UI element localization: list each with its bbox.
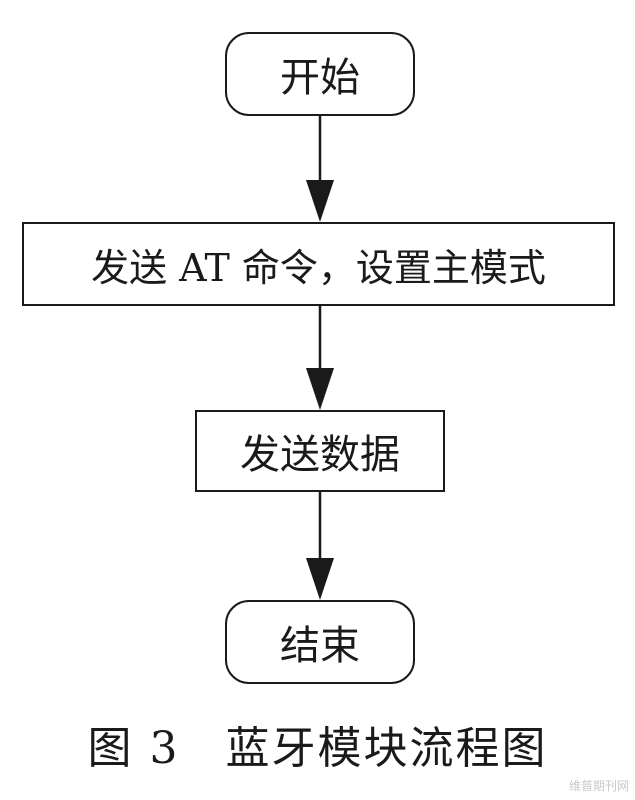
process-send-data-node: 发送数据	[195, 410, 445, 492]
figure-caption: 图 3 蓝牙模块流程图	[87, 723, 548, 774]
process-send-at-command-node: 发送 AT 命令，设置主模式	[22, 222, 615, 306]
end-node-label: 结束	[280, 623, 360, 669]
end-node: 结束	[225, 600, 415, 684]
arrowhead-start-to-step1	[306, 180, 334, 222]
process-send-data-label: 发送数据	[240, 432, 400, 478]
start-node-label: 开始	[280, 55, 360, 101]
process-send-at-command-label: 发送 AT 命令，设置主模式	[91, 245, 546, 290]
arrowhead-step1-to-step2	[306, 368, 334, 410]
start-node: 开始	[225, 32, 415, 116]
watermark: 维普期刊网	[568, 779, 629, 793]
arrowhead-step2-to-end	[306, 558, 334, 600]
